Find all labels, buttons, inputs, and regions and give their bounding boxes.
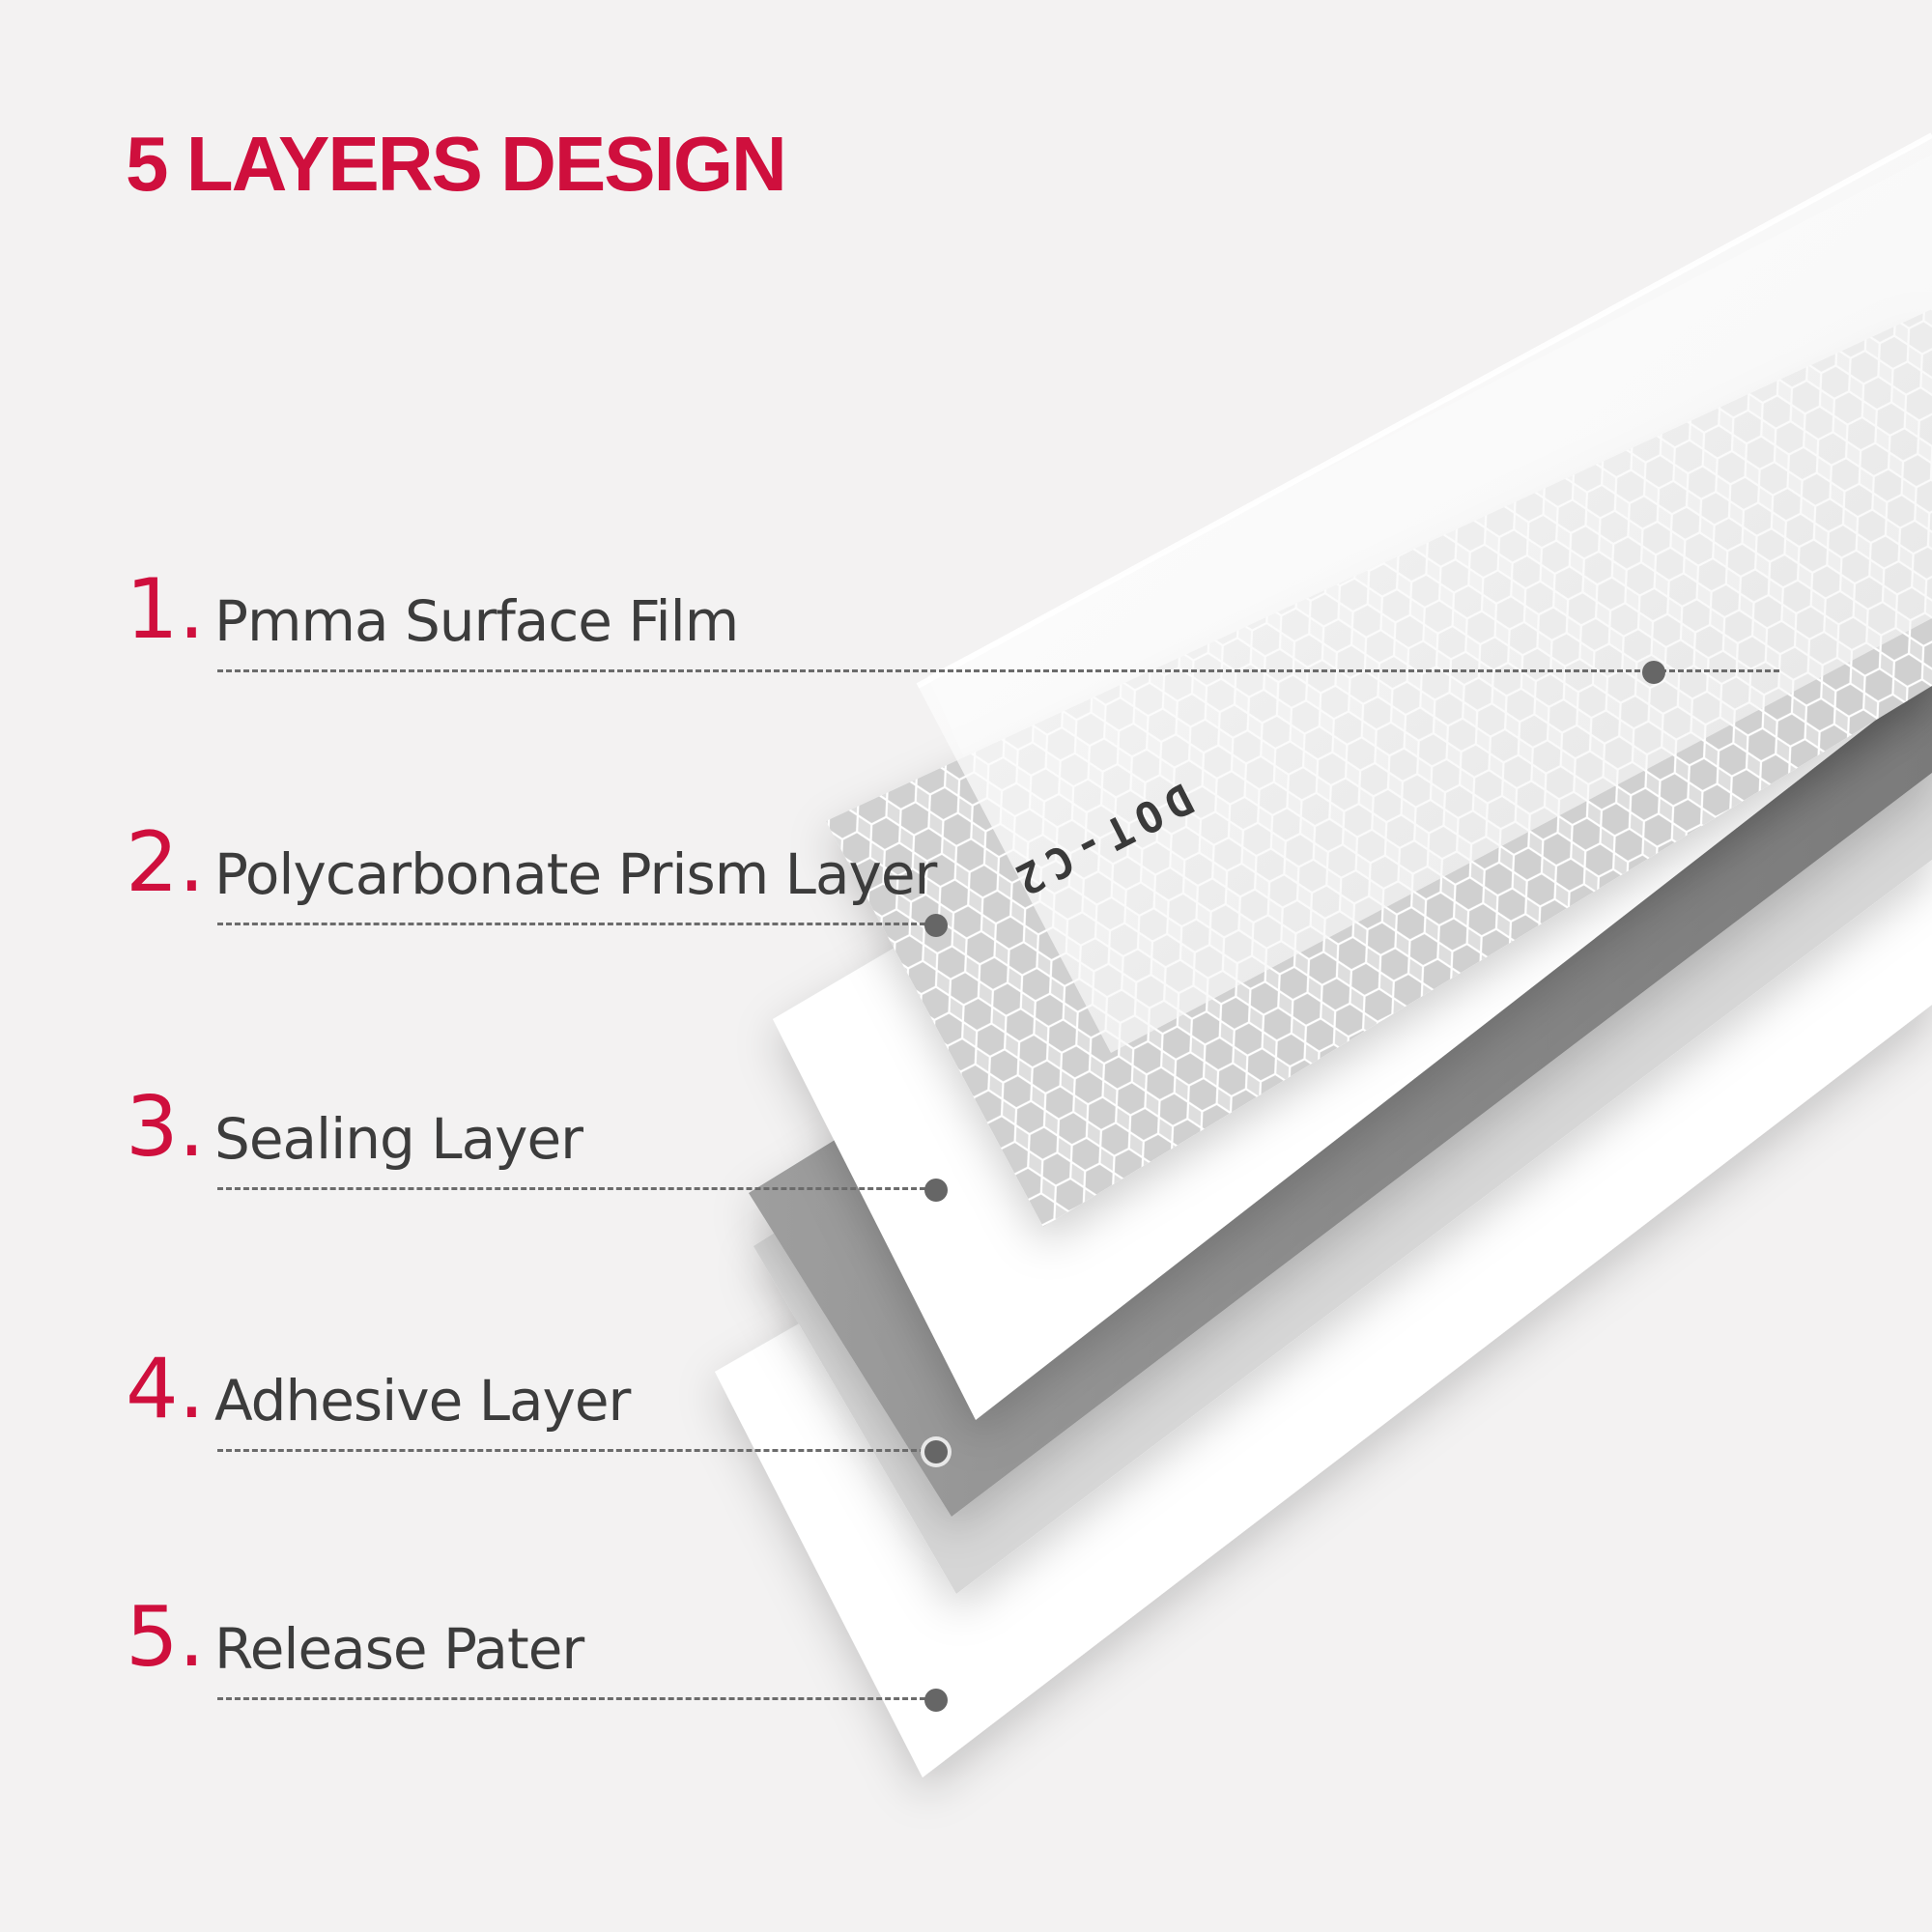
layer-number: 3. — [126, 1079, 206, 1176]
leader-dot — [924, 914, 948, 937]
layer-name: Adhesive Layer — [214, 1368, 631, 1434]
leader-dot — [1642, 661, 1665, 684]
leader-dot — [924, 1440, 948, 1463]
pmma-film-layer — [918, 135, 1932, 1053]
leader-line — [217, 1187, 934, 1190]
leader-dot — [924, 1179, 948, 1202]
layer-label-1: 1. Pmma Surface Film — [126, 556, 1779, 684]
layer-label-4: 4. Adhesive Layer — [126, 1336, 1092, 1463]
layer-number: 1. — [126, 561, 206, 658]
layer-label-3: 3. Sealing Layer — [126, 1074, 1092, 1202]
page-title: 5 LAYERS DESIGN — [126, 121, 787, 207]
layer-number: 5. — [126, 1589, 206, 1686]
layer-name: Sealing Layer — [214, 1106, 583, 1172]
leader-line — [217, 1697, 934, 1700]
leader-line — [217, 1449, 934, 1452]
leader-line — [217, 669, 1779, 672]
leader-dot — [924, 1689, 948, 1712]
layer-number: 4. — [126, 1341, 206, 1437]
layer-label-5: 5. Release Pater — [126, 1584, 1092, 1712]
layer-label-2: 2. Polycarbonate Prism Layer — [126, 810, 1092, 937]
layer-name: Pmma Surface Film — [214, 588, 739, 654]
layer-name: Polycarbonate Prism Layer — [214, 841, 937, 907]
leader-line — [217, 923, 934, 925]
layer-number: 2. — [126, 814, 206, 911]
layer-name: Release Pater — [214, 1616, 584, 1682]
